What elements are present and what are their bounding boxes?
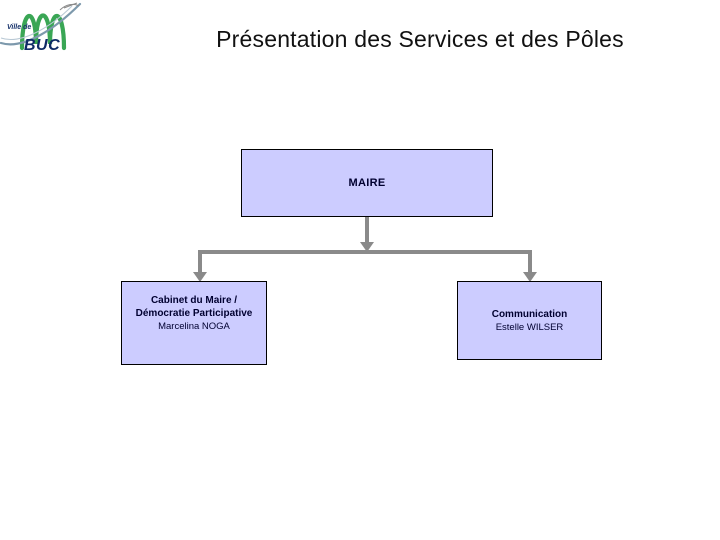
org-box-maire: MAIRE <box>241 149 493 217</box>
org-box-maire-label: MAIRE <box>348 177 386 189</box>
arrow-down-left-icon <box>193 272 207 282</box>
org-box-communication: Communication Estelle WILSER <box>457 281 602 360</box>
logo-swoosh <box>0 2 82 46</box>
connector-vertical-right <box>528 250 532 273</box>
logo-green-arches <box>19 13 67 51</box>
connector-vertical-left <box>198 250 202 273</box>
ville-de-buc-logo: Ville de BUC <box>0 2 82 54</box>
org-box-title-line: Cabinet du Maire / <box>150 295 238 306</box>
logo-scribble <box>59 2 80 11</box>
org-box-cabinet-du-maire: Cabinet du Maire / Démocratie Participat… <box>121 281 267 365</box>
connector-vertical-center <box>365 217 369 243</box>
org-box-title-line: Communication <box>491 308 568 320</box>
slide-title: Présentation des Services et des Pôles <box>216 26 624 52</box>
org-box-title-line: Démocratie Participative <box>135 308 253 319</box>
logo-buc-text: BUC <box>24 37 60 54</box>
arrow-down-right-icon <box>523 272 537 282</box>
logo-ville-de-text: Ville de <box>7 24 31 31</box>
connector-horizontal-rail <box>198 250 532 254</box>
org-box-person-name: Marcelina NOGA <box>158 321 230 332</box>
logo-swoosh-light <box>0 5 73 40</box>
arrow-down-center-icon <box>360 242 374 252</box>
org-box-person-name: Estelle WILSER <box>495 321 564 333</box>
